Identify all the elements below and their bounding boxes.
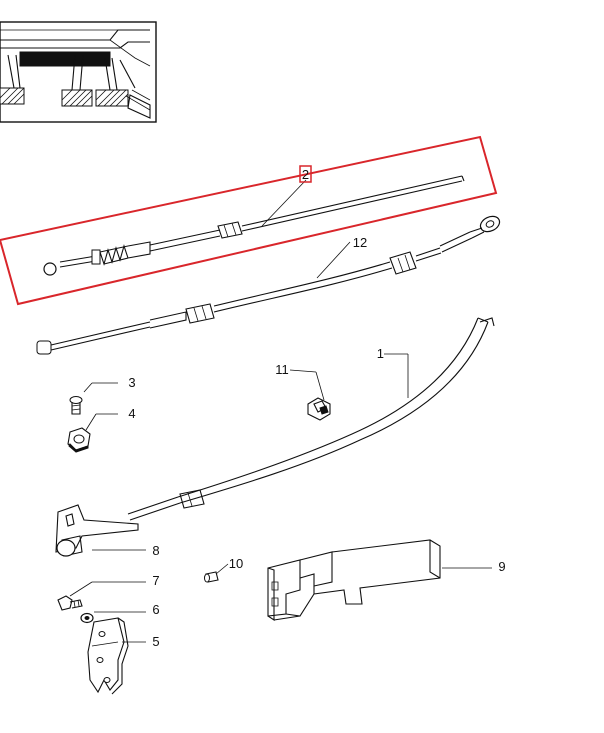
leader-10 — [215, 563, 229, 575]
leader-11a — [289, 369, 317, 373]
leader-7a — [69, 581, 93, 597]
leader-2 — [261, 179, 307, 227]
pedal-pad-middle — [61, 89, 93, 107]
part-9-support[interactable] — [267, 539, 441, 622]
part-3-screw[interactable] — [69, 396, 83, 415]
callout-2[interactable]: 2 — [302, 167, 309, 182]
callout-9[interactable]: 9 — [498, 559, 505, 574]
callout-1[interactable]: 1 — [377, 346, 384, 361]
part-7-bolt[interactable] — [57, 595, 83, 611]
leader-3a — [83, 382, 93, 393]
pedal-pad-left — [0, 87, 25, 105]
callout-2-highlight — [299, 165, 312, 183]
part-1-cable-assembly[interactable] — [55, 317, 495, 557]
part-12-cable[interactable] — [36, 213, 502, 355]
callout-8[interactable]: 8 — [152, 543, 159, 558]
part-6-washer[interactable] — [80, 612, 94, 624]
callout-10[interactable]: 10 — [229, 556, 243, 571]
inset-pedal-view — [0, 21, 157, 123]
pedal-pad-right — [95, 89, 129, 107]
part-11-clip[interactable] — [307, 397, 331, 421]
selected-part-highlight — [0, 135, 498, 306]
part-5-plate[interactable] — [87, 617, 129, 695]
callout-3[interactable]: 3 — [128, 375, 135, 390]
part-10-pin[interactable] — [204, 571, 219, 583]
callout-5[interactable]: 5 — [152, 634, 159, 649]
callout-11[interactable]: 11 — [275, 362, 289, 377]
callout-4[interactable]: 4 — [128, 406, 135, 421]
leader-11b — [315, 371, 325, 401]
leader-4a — [85, 413, 97, 431]
callout-6[interactable]: 6 — [152, 602, 159, 617]
part-2-cable[interactable] — [43, 175, 465, 276]
leader-12 — [316, 241, 351, 279]
callout-7[interactable]: 7 — [152, 573, 159, 588]
part-4-nut[interactable] — [67, 427, 91, 453]
callout-12[interactable]: 12 — [353, 235, 367, 250]
